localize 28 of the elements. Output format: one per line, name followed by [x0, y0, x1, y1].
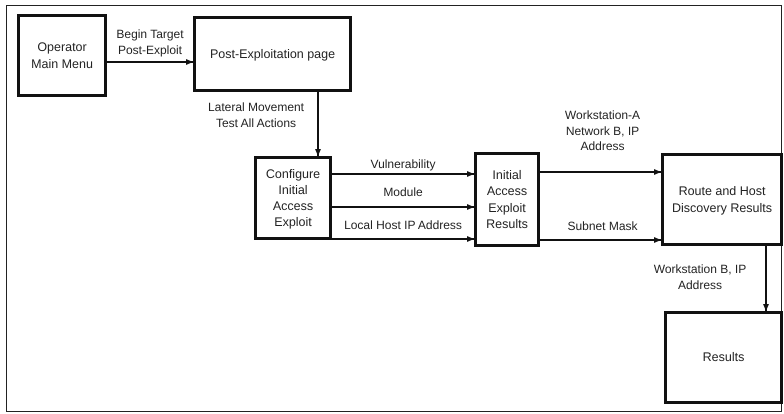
process-box: [17, 14, 107, 97]
edge-label: Local Host IP Address: [343, 218, 463, 234]
arrow: [332, 204, 474, 210]
arrow: [332, 171, 474, 177]
box-label: Operator Main Menu: [30, 39, 94, 72]
arrow: [332, 236, 474, 242]
process-box: [474, 152, 540, 247]
edge-label: Workstation-A Network B, IP Address: [564, 108, 642, 155]
process-box: [664, 311, 783, 404]
arrow: [540, 169, 661, 175]
box-label: Results: [702, 349, 744, 366]
box-label: Post-Exploitation page: [210, 46, 336, 62]
process-box: [254, 156, 332, 240]
arrow: [540, 237, 661, 243]
edge-label: Begin Target Post-Exploit: [115, 27, 185, 58]
process-box: [193, 16, 352, 92]
edge-label: Vulnerability: [370, 157, 436, 173]
process-box: [661, 153, 783, 246]
edge-label: Workstation B, IP Address: [652, 262, 748, 294]
edge-label: Subnet Mask: [566, 219, 639, 235]
edge-label: Lateral Movement Test All Actions: [206, 100, 306, 132]
box-label: Route and Host Discovery Results: [670, 183, 774, 216]
box-label: Initial Access Exploit Results: [485, 167, 529, 232]
edge-label: Module: [382, 185, 424, 201]
arrow: [107, 59, 193, 65]
arrow: [315, 92, 321, 156]
arrow: [763, 246, 769, 311]
box-label: Configure Initial Access Exploit: [264, 166, 322, 230]
